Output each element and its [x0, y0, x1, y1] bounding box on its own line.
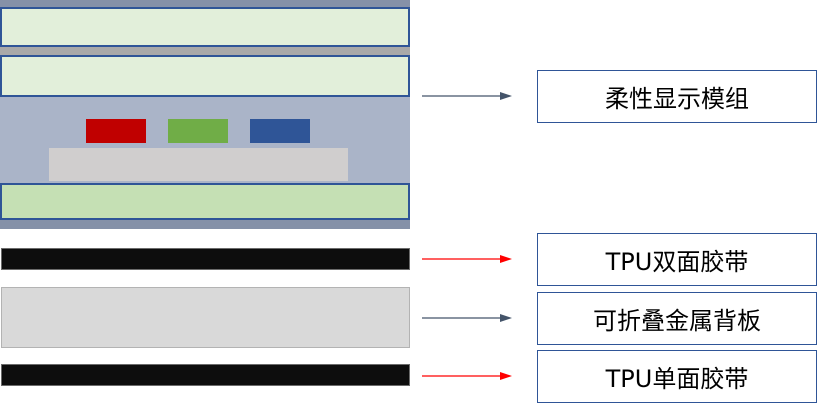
red-subpixel — [86, 119, 146, 143]
green-subpixel — [168, 119, 228, 143]
module-bottom-edge — [0, 220, 410, 229]
substrate-layer — [0, 183, 410, 220]
module-label-box: 柔性显示模组 — [537, 70, 817, 123]
single-tape-arrow — [422, 371, 514, 381]
tft-layer — [49, 148, 348, 181]
cover-film-layer — [0, 7, 410, 47]
backplate-label-box: 可折叠金属背板 — [537, 292, 817, 345]
backplate-label: 可折叠金属背板 — [593, 307, 761, 335]
double-sided-tape-layer — [1, 248, 410, 270]
double-tape-label-box: TPU双面胶带 — [537, 233, 817, 286]
blue-subpixel — [250, 119, 310, 143]
double-tape-label: TPU双面胶带 — [605, 248, 749, 276]
polarizer-film-layer — [0, 55, 410, 97]
module-label: 柔性显示模组 — [605, 85, 749, 113]
adhesive-gap-layer — [0, 47, 410, 55]
double-tape-arrow — [422, 254, 514, 264]
module-arrow — [422, 91, 514, 101]
single-tape-label-box: TPU单面胶带 — [537, 350, 817, 403]
metal-backplate-layer — [1, 287, 410, 348]
single-tape-label: TPU单面胶带 — [605, 365, 749, 393]
backplate-arrow — [422, 313, 514, 323]
module-top-edge — [0, 0, 410, 7]
single-sided-tape-layer — [1, 364, 410, 386]
